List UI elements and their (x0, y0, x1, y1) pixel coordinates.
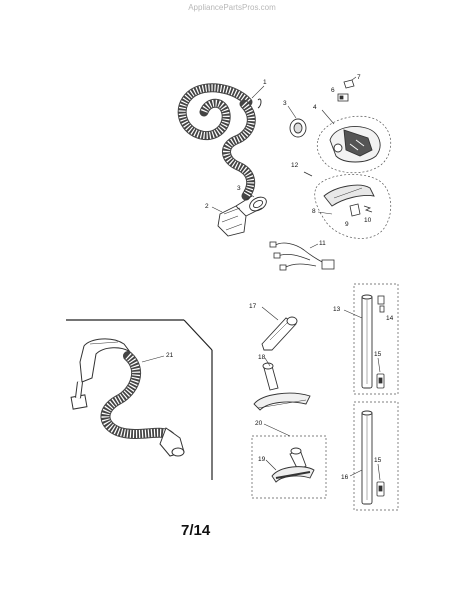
leader-8 (317, 211, 333, 215)
motor-housing-part-4[interactable] (329, 126, 381, 163)
leader-3a (287, 105, 297, 119)
wand-part-16[interactable] (361, 410, 373, 505)
hose-handle-part-21[interactable] (70, 338, 185, 457)
leader-1 (251, 85, 265, 99)
screw-part-12[interactable] (303, 171, 313, 177)
leader-21 (141, 355, 165, 363)
callout-9: 9 (345, 221, 349, 228)
spring-part-10[interactable] (363, 205, 373, 213)
callout-4: 4 (313, 104, 317, 111)
page-number: 7/14 (181, 522, 211, 539)
tool-group-box-20 (251, 435, 327, 499)
leader-19 (265, 459, 277, 471)
handle-part-8[interactable] (323, 184, 375, 207)
wand-group-box-13 (353, 283, 399, 395)
hose-end-part-2[interactable] (217, 194, 269, 237)
wand-part-13[interactable] (361, 294, 373, 389)
callout-15b: 15 (374, 457, 382, 464)
callout-3b: 3 (237, 185, 241, 192)
callout-2: 2 (205, 203, 209, 210)
callout-17: 17 (249, 303, 257, 310)
wand-group-box-16 (353, 401, 399, 511)
latch-part-9[interactable] (349, 203, 361, 217)
callout-14: 14 (386, 315, 394, 322)
wand-clip-part-15a[interactable] (376, 373, 385, 389)
clip-part-7[interactable] (343, 79, 355, 89)
leader-7 (351, 76, 357, 81)
callout-21: 21 (166, 352, 174, 359)
dusting-brush-part-18[interactable] (253, 362, 311, 411)
callout-19: 19 (258, 456, 266, 463)
callout-11: 11 (319, 240, 326, 247)
callout-13: 13 (333, 306, 341, 313)
callout-18: 18 (258, 354, 266, 361)
callout-6: 6 (331, 87, 335, 94)
upholstery-tool-part-19[interactable] (271, 447, 315, 483)
watermark: AppliancePartsPros.com (188, 3, 276, 12)
callout-1: 1 (263, 79, 267, 86)
leader-18 (264, 357, 271, 367)
callout-16: 16 (341, 474, 349, 481)
hose-assembly[interactable] (177, 83, 262, 201)
callout-7: 7 (357, 74, 361, 81)
power-cord-part-11[interactable] (269, 241, 335, 271)
motor-group-outline (316, 115, 392, 174)
leader-15b (377, 463, 381, 481)
switch-part-6[interactable] (337, 93, 349, 102)
callout-3a: 3 (283, 100, 287, 107)
leader-3b (243, 189, 255, 198)
wand-clip-part-15b[interactable] (376, 481, 385, 497)
leader-4 (321, 109, 335, 125)
callout-8: 8 (312, 208, 316, 215)
callout-20: 20 (255, 420, 263, 427)
wand-latch-part-14[interactable] (377, 295, 385, 313)
leader-16 (349, 469, 363, 477)
leader-15a (377, 357, 381, 373)
leader-2 (211, 206, 223, 213)
callout-15a: 15 (374, 351, 382, 358)
bracket-lines (66, 319, 213, 480)
leader-13 (343, 309, 363, 319)
leader-17 (261, 306, 279, 321)
handle-group-outline (314, 174, 392, 239)
callout-10: 10 (364, 217, 372, 224)
filter-part-3[interactable] (289, 118, 307, 138)
callout-12: 12 (291, 162, 299, 169)
crevice-tool-part-17[interactable] (261, 316, 298, 351)
leader-11 (309, 243, 319, 249)
leader-20 (263, 423, 291, 437)
